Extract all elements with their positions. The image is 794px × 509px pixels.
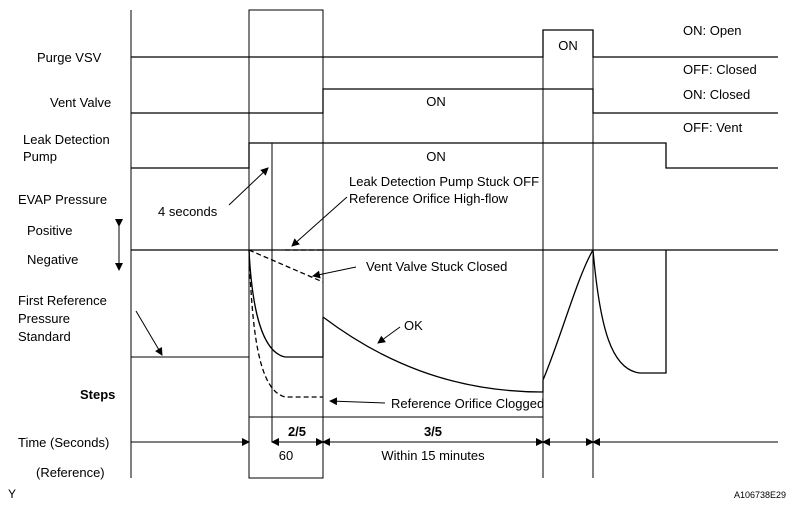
- annotation-four-seconds: 4 seconds: [158, 204, 218, 219]
- vent-stuck-arrow: [312, 266, 357, 279]
- annotation-orifice-clogged: Reference Orifice Clogged: [391, 396, 544, 411]
- label-first-ref-line2: Pressure: [18, 311, 70, 326]
- purge-on-label: ON: [558, 38, 578, 53]
- duration-15min-label: Within 15 minutes: [381, 448, 485, 463]
- annotation-vent-stuck-closed: Vent Valve Stuck Closed: [366, 259, 507, 274]
- label-leak-pump-line1: Leak Detection: [23, 132, 110, 147]
- ok-arrow: [377, 326, 401, 344]
- annotation-arrows: [135, 167, 401, 406]
- first-reference-arrow: [135, 310, 163, 356]
- label-steps: Steps: [80, 387, 115, 402]
- pump-on-label: ON: [426, 149, 446, 164]
- annotation-ok: OK: [404, 318, 423, 333]
- recovery-curve: [592, 249, 667, 374]
- vent-valve-signal: [131, 88, 778, 114]
- orifice-clogged-curve: [248, 249, 323, 398]
- label-time: Time (Seconds): [18, 435, 109, 450]
- step-2-5-label: 2/5: [288, 424, 306, 439]
- step-2-5-box: [248, 9, 324, 479]
- label-positive: Positive: [27, 223, 73, 238]
- ok-curve: [322, 249, 594, 393]
- annotation-stuck-off-line1: Leak Detection Pump Stuck OFF: [349, 174, 539, 189]
- label-leak-pump-line2: Pump: [23, 149, 57, 164]
- label-negative: Negative: [27, 252, 78, 267]
- label-evap-pressure: EVAP Pressure: [18, 192, 107, 207]
- label-reference: (Reference): [36, 465, 105, 480]
- fault-curves: [248, 249, 324, 398]
- four-seconds-arrow: [228, 167, 269, 206]
- state-purge-off-closed: OFF: Closed: [683, 62, 757, 77]
- state-vent-off-vent: OFF: Vent: [683, 120, 743, 135]
- clogged-arrow: [329, 397, 386, 406]
- leak-pump-signal: [131, 142, 778, 169]
- reference-pressure-curve: [248, 249, 324, 358]
- footer-left-mark: Y: [8, 487, 16, 501]
- label-first-ref-line1: First Reference: [18, 293, 107, 308]
- stuck-off-arrow: [291, 196, 348, 247]
- label-vent-valve: Vent Valve: [50, 95, 111, 110]
- figure-id: A106738E29: [734, 490, 786, 500]
- duration-60-label: 60: [279, 448, 293, 463]
- state-vent-on-closed: ON: Closed: [683, 87, 750, 102]
- state-purge-on-open: ON: Open: [683, 23, 742, 38]
- label-first-ref-line3: Standard: [18, 329, 71, 344]
- step-3-5-label: 3/5: [424, 424, 442, 439]
- label-purge-vsv: Purge VSV: [37, 50, 102, 65]
- vent-stuck-closed-curve: [248, 249, 324, 283]
- vent-on-label: ON: [426, 94, 446, 109]
- annotation-stuck-off-line2: Reference Orifice High-flow: [349, 191, 509, 206]
- pressure-curves: [248, 249, 667, 393]
- purge-vsv-signal: [131, 29, 778, 58]
